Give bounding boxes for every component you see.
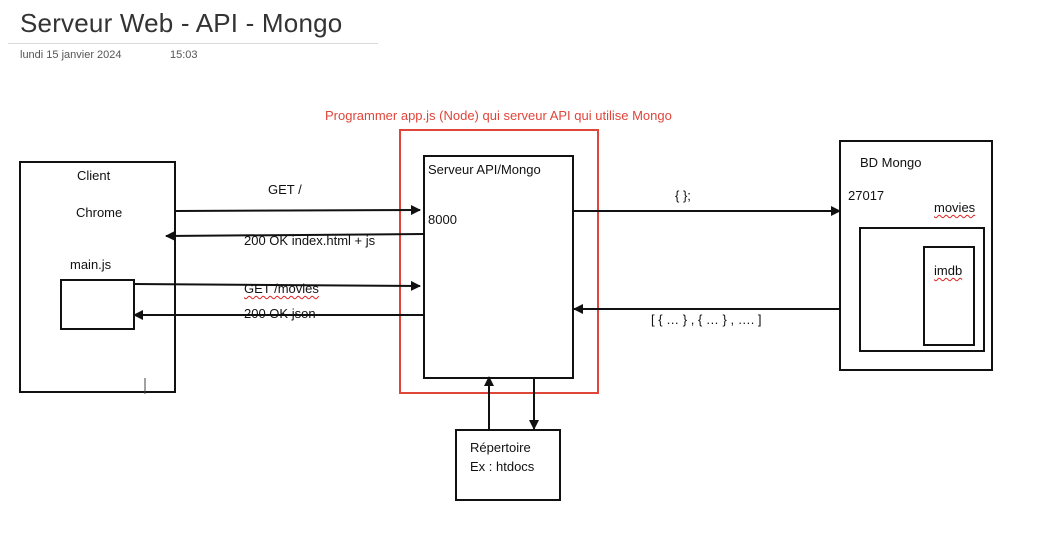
- database-port: 27017: [848, 188, 885, 203]
- directory-title: Répertoire: [470, 440, 531, 455]
- server-port: 8000: [428, 212, 457, 227]
- client-box: [19, 161, 176, 393]
- highlight-box: [399, 129, 599, 394]
- main-js-box: [60, 279, 135, 330]
- client-browser: Chrome: [76, 205, 123, 220]
- client-title: Client: [77, 168, 111, 183]
- label-result: [ { … } , { … } , …. ]: [651, 312, 762, 327]
- label-get-movies: GET /movies: [244, 281, 319, 296]
- label-get-root: GET /: [268, 182, 302, 197]
- page-time: 15:03: [170, 49, 198, 61]
- client-script: main.js: [70, 257, 112, 272]
- diagram-annotation: Programmer app.js (Node) qui serveur API…: [325, 108, 672, 123]
- arrow-get-movies: [133, 280, 421, 291]
- page-date: lundi 15 janvier 2024: [20, 49, 122, 61]
- directory-box: [455, 429, 561, 501]
- directory-example: Ex : htdocs: [470, 459, 535, 474]
- label-ok-json: 200 OK json: [244, 306, 316, 321]
- server-box: [423, 155, 574, 379]
- collection-box: [859, 227, 985, 352]
- arrow-get-root: [174, 205, 421, 216]
- server-title: Serveur API/Mongo: [428, 162, 541, 177]
- arrow-ok-index: [165, 230, 425, 241]
- title-divider: [8, 43, 378, 44]
- database-box: [839, 140, 993, 371]
- document-box: [923, 246, 975, 346]
- label-query: { };: [675, 188, 691, 203]
- database-title: BD Mongo: [860, 155, 922, 170]
- label-ok-index: 200 OK index.html + js: [244, 233, 376, 248]
- collection-label: movies: [934, 200, 976, 215]
- document-label: imdb: [934, 263, 963, 278]
- page-title: Serveur Web - API - Mongo: [20, 8, 343, 38]
